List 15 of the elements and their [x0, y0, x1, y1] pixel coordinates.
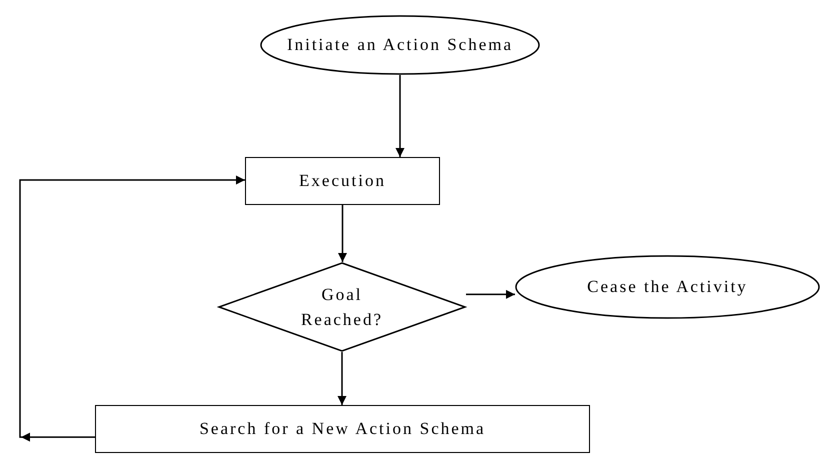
node-label: Execution — [299, 170, 386, 192]
arrow — [338, 352, 346, 405]
process-box — [245, 157, 440, 205]
arrow — [338, 205, 347, 262]
node-label: Cease the Activity — [587, 276, 748, 298]
start-ellipse — [260, 15, 540, 75]
arrow — [396, 75, 404, 157]
end-ellipse — [515, 255, 820, 319]
node-label: Search for a New Action Schema — [199, 418, 486, 440]
arrow — [19, 176, 245, 442]
node-label: Goal Reached? — [300, 284, 384, 331]
process-box — [95, 405, 590, 453]
decision-diamond — [218, 262, 466, 352]
arrow — [466, 290, 515, 299]
node-label: Initiate an Action Schema — [286, 34, 514, 56]
